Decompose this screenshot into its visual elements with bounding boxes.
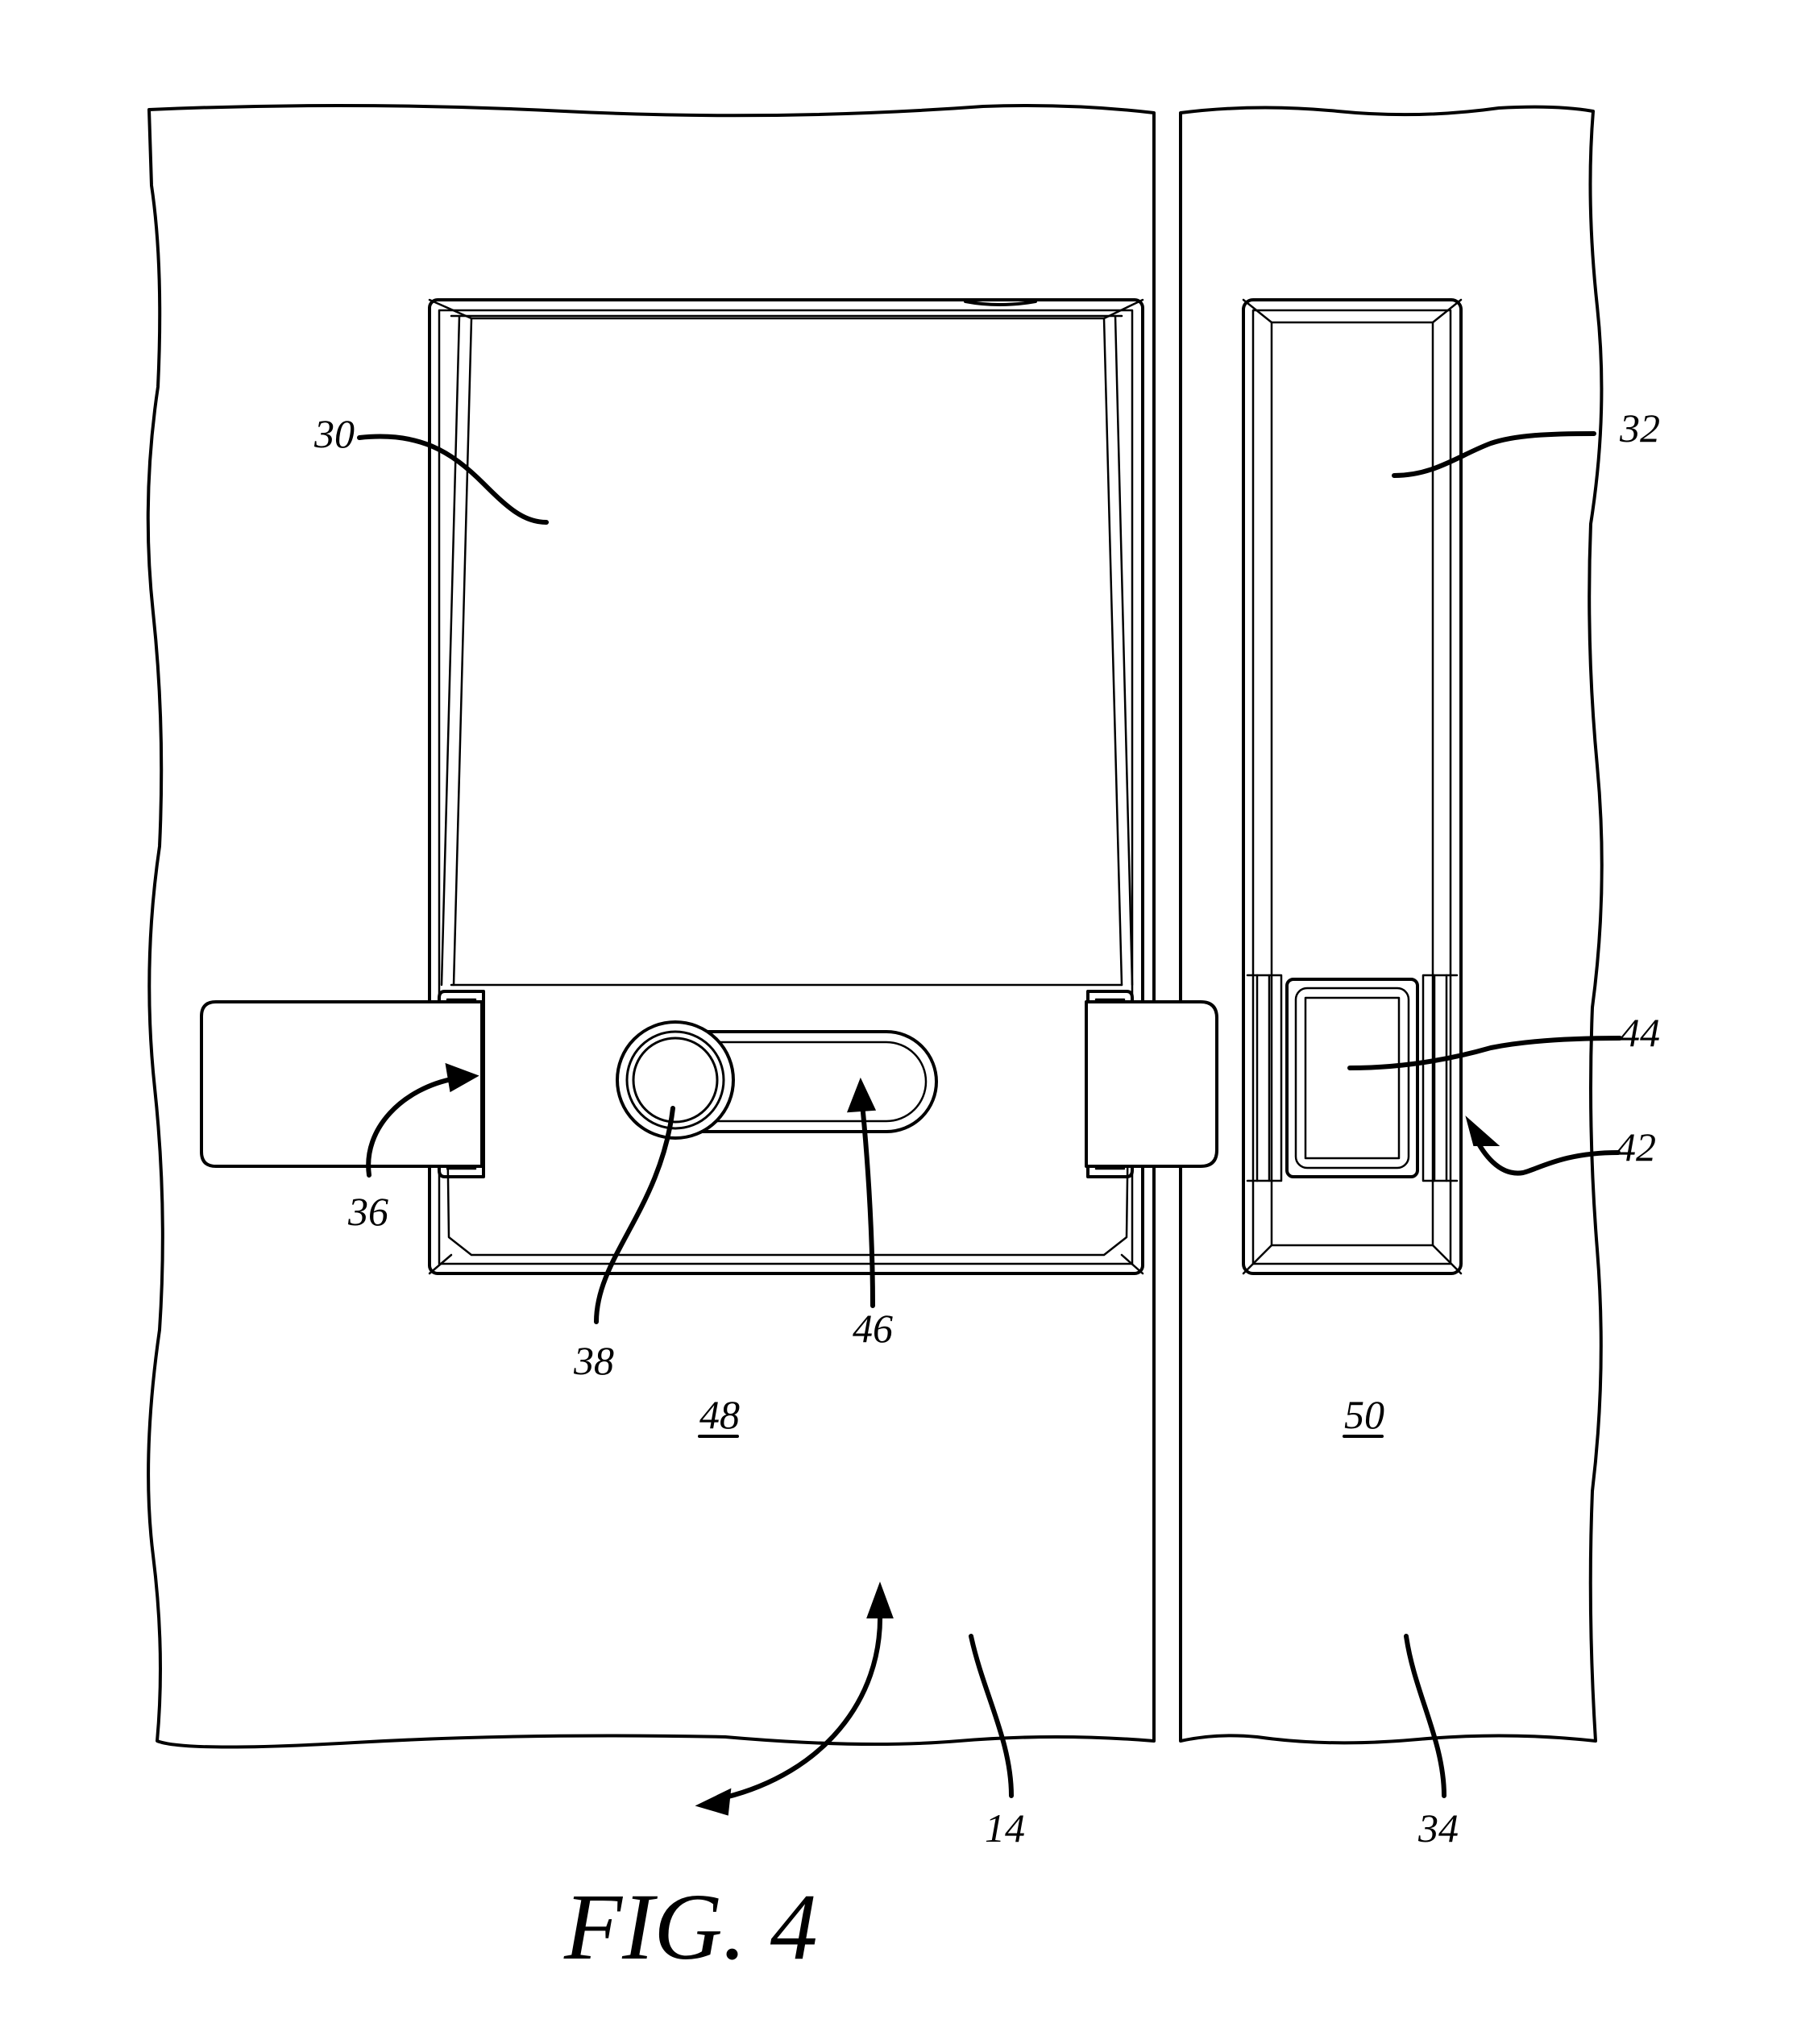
leader-lines: [357, 431, 1622, 1816]
label-lock-housing: 30: [313, 411, 355, 456]
label-latch: 36: [347, 1189, 388, 1234]
label-side-50: 50: [1344, 1392, 1384, 1437]
label-door-panel: 14: [985, 1805, 1025, 1851]
label-strike-insert: 44: [1620, 1010, 1660, 1055]
label-slot: 46: [853, 1306, 893, 1351]
label-recess: 42: [1616, 1124, 1656, 1169]
door-panel: [146, 103, 1156, 1749]
latch: [200, 1000, 484, 1168]
label-door-frame: 34: [1417, 1805, 1459, 1851]
strike-insert: [1285, 978, 1419, 1178]
figure-caption: FIG. 4: [563, 1874, 818, 1980]
door-frame: [1179, 105, 1604, 1745]
latch-tab-right: [1086, 990, 1134, 1178]
label-side-48: 48: [699, 1392, 740, 1437]
strike-housing: [1242, 298, 1463, 1275]
label-button: 38: [573, 1338, 614, 1383]
latch-tab-left: [438, 990, 485, 1178]
label-strike-housing: 32: [1619, 405, 1660, 451]
recess: [1246, 974, 1459, 1182]
latch-right-end: [1085, 1000, 1218, 1168]
slot: [677, 1030, 938, 1133]
button: [616, 1020, 735, 1140]
lock-housing: [428, 298, 1144, 1275]
